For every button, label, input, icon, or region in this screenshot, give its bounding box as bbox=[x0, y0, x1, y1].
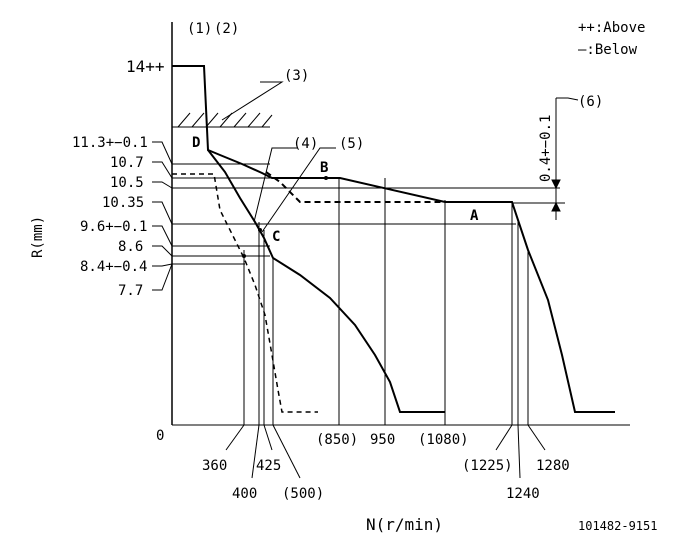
x-tick-1280: 1280 bbox=[536, 458, 570, 474]
legend-below: —:Below bbox=[578, 42, 638, 58]
point-label-c: C bbox=[272, 229, 280, 245]
ref-label-4: (4) bbox=[293, 136, 318, 152]
horizontal-guides bbox=[172, 126, 565, 265]
x-tick-425: 425 bbox=[256, 458, 281, 474]
y-tick-14: 14++ bbox=[126, 57, 165, 76]
tolerance-label: 0.4+−0.1 bbox=[538, 115, 554, 182]
ref-label-1: (1) bbox=[187, 21, 212, 37]
y-axis-title: R(mm) bbox=[30, 216, 46, 258]
legend-above: ++:Above bbox=[578, 20, 645, 36]
point-label-a: A bbox=[470, 208, 479, 224]
x-tick-950: 950 bbox=[370, 432, 395, 448]
dashed-curve-left bbox=[172, 173, 318, 413]
lower-governor-curve bbox=[207, 149, 445, 413]
x-tick-500: (500) bbox=[282, 486, 324, 502]
ref-label-6: (6) bbox=[578, 94, 603, 110]
y-tick-11-3: 11.3+−0.1 bbox=[72, 135, 148, 151]
vertical-guides bbox=[243, 178, 529, 425]
point-marker-b bbox=[324, 176, 328, 180]
y-tick-10-5: 10.5 bbox=[110, 175, 144, 191]
stop-hatch bbox=[172, 112, 273, 128]
point-label-d: D bbox=[192, 135, 200, 151]
point-marker-lower bbox=[242, 254, 246, 258]
x-tick-1225: (1225) bbox=[462, 458, 513, 474]
x-tick-1080: (1080) bbox=[418, 432, 469, 448]
y-tick-10-7: 10.7 bbox=[110, 155, 144, 171]
ref-label-2: (2) bbox=[214, 21, 239, 37]
ref-leaders bbox=[221, 81, 336, 233]
ref-label-5: (5) bbox=[339, 136, 364, 152]
x-axis-zero: 0 bbox=[156, 428, 164, 444]
y-tick-8-4: 8.4+−0.4 bbox=[80, 259, 147, 275]
x-tick-1240: 1240 bbox=[506, 486, 540, 502]
point-label-b: B bbox=[320, 160, 328, 176]
y-tick-7-7: 7.7 bbox=[118, 283, 143, 299]
x-tick-400: 400 bbox=[232, 486, 257, 502]
y-tick-8-6: 8.6 bbox=[118, 239, 143, 255]
y-tick-9-6: 9.6+−0.1 bbox=[80, 219, 147, 235]
document-id: 101482-9151 bbox=[578, 519, 657, 533]
y-tick-10-35: 10.35 bbox=[102, 195, 144, 211]
point-marker-c bbox=[258, 228, 262, 232]
x-axis-title: N(r/min) bbox=[366, 515, 443, 534]
x-tick-850: (850) bbox=[316, 432, 358, 448]
x-tick-360: 360 bbox=[202, 458, 227, 474]
ref-label-3: (3) bbox=[284, 68, 309, 84]
main-governor-curve bbox=[172, 65, 615, 413]
tolerance-dimension bbox=[551, 97, 579, 220]
y-tick-leaders bbox=[152, 141, 173, 291]
x-tick-leaders bbox=[225, 424, 546, 479]
